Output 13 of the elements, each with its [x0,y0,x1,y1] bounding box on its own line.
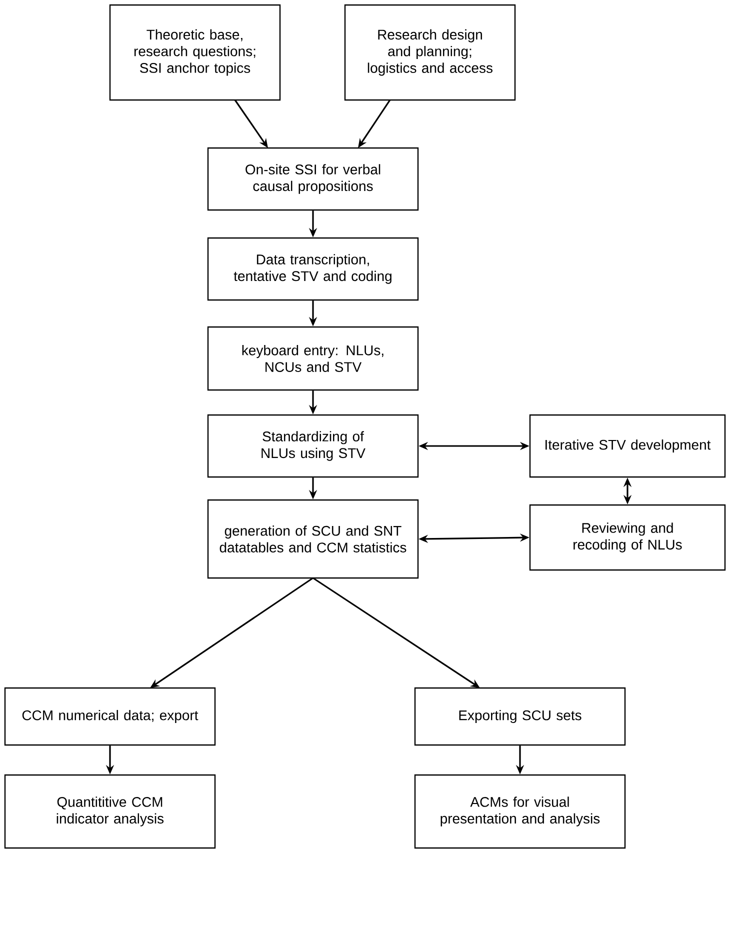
process-box: Iterative STV development [529,414,726,478]
process-box: keyboard entry: NLUs, NCUs and STV [207,326,419,391]
process-box: ACMs for visual presentation and analysis [414,774,626,849]
process-box: generation of SCU and SNT datatables and CCM statistics [207,499,419,579]
process-box: Exporting SCU sets [414,687,626,746]
process-box: Quantititive CCM indicator analysis [4,774,216,849]
process-box: Theoretic base, research questions; SSI anchor topics [109,4,281,101]
process-box: Reviewing and recoding of NLUs [529,504,726,571]
process-box: Standardizing of NLUs using STV [207,414,419,478]
process-box: Research design and planning; logistics and access [344,4,516,101]
process-box: CCM numerical data; export [4,687,216,746]
process-box: On-site SSI for verbal causal propositions [207,147,419,211]
process-box: Data transcription, tentative STV and coding [207,237,419,301]
